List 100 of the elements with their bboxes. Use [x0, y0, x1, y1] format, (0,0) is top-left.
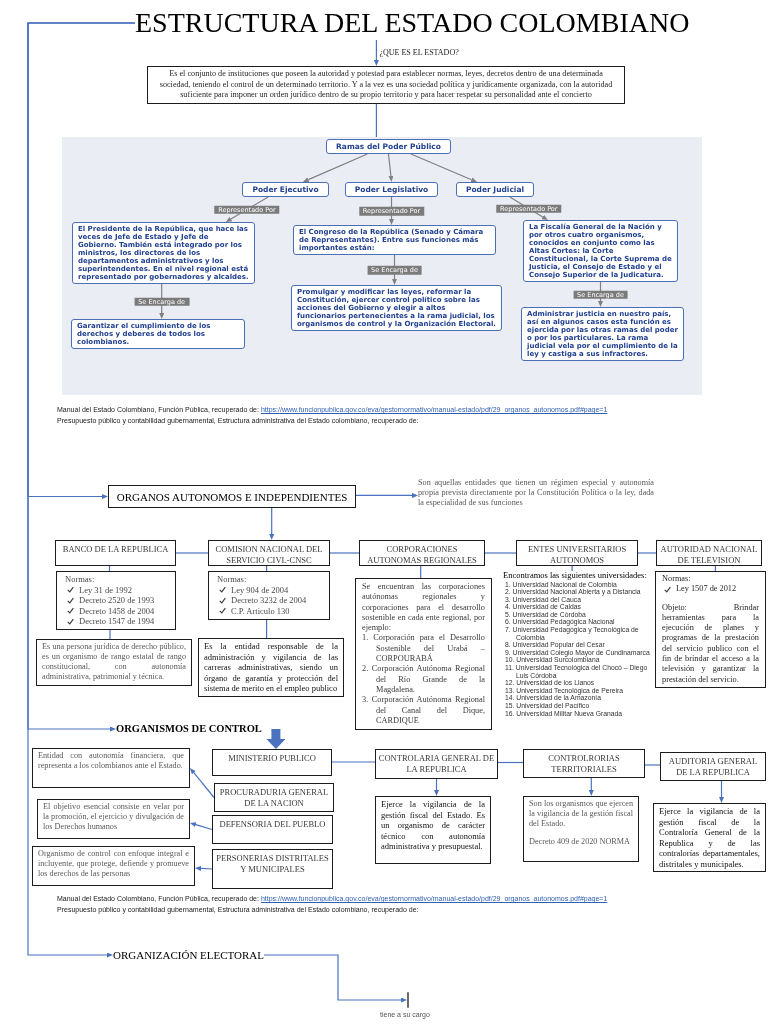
norm-item: Decreto 2520 de 1993	[79, 595, 155, 606]
entity-box	[516, 540, 638, 566]
definition-box	[147, 66, 625, 104]
entity-name: DEFENSORIA DEL PUEBLO	[218, 819, 327, 830]
connector-line	[175, 552, 209, 554]
objective-text: Objeto: Brindar herramientas para la ejecución de planes y programas de la prestación del servicio publico con el fin de brindar el acceso a la televisión y garantizar la prestación del servicio.	[662, 602, 759, 685]
entity-name: BANCO DE LA REPUBLICA	[61, 544, 170, 555]
description-box	[355, 578, 492, 731]
description-text: Es una persona jurídica de derecho público, es un organismo de rango estatal de rango constitucional, con autonomía administrativa, patrimonial y técnica.	[42, 642, 186, 682]
concept-box	[71, 319, 245, 349]
entity-box	[660, 752, 766, 781]
entity-name: CORPORACIONES AUTONOMAS REGIONALES	[366, 544, 478, 565]
entity-name: PROCURADURIA GENERAL DE LA NACION	[218, 787, 330, 808]
concept-box	[345, 182, 438, 197]
description-text: Entidad con autonomía financiera, que representa a los colombianos ante el Estado.	[38, 751, 184, 771]
description-box	[36, 639, 192, 686]
norm-item: Ley 31 de 1992	[79, 584, 133, 595]
entity-box	[208, 540, 330, 566]
arrow	[263, 954, 407, 1003]
entity-box	[212, 749, 332, 776]
entity-name: AUTORIDAD NACIONAL DE TELEVISION	[659, 544, 759, 565]
edge-label: ¿QUE ES EL ESTADO?	[379, 48, 459, 58]
concept-box	[521, 307, 684, 361]
arrow	[190, 822, 213, 831]
entity-name: PERSONERIAS DISTRITALES Y MUNICIPALES	[215, 853, 330, 874]
connector-line	[108, 565, 111, 572]
norm-item: Ley 904 de 2004	[231, 584, 289, 595]
arrow	[588, 777, 594, 796]
description-text: Son los organismos que ejercen la vigilancia de la gestión fiscal del Estado.	[529, 799, 633, 829]
description-text: Son aquellas entidades que tienen un régimen especial y autonomía propia prevista directamente por la Constitución Política o la ley, dada la especialidad de sus funciones	[418, 478, 654, 508]
connector-line	[329, 552, 360, 554]
connector-line	[497, 761, 524, 764]
description-box	[37, 799, 190, 839]
entity-box	[55, 540, 176, 566]
arrow	[195, 865, 213, 871]
connector-line	[571, 565, 573, 572]
decree-text: Decreto 409 de 2020 NORMA	[529, 837, 631, 847]
entity-name: CONTROLRORIAS TERRITORIALES	[547, 753, 621, 774]
entity-name: COMISION NACIONAL DEL SERVICIO CIVL-CNSC	[214, 544, 324, 565]
norm-item: Decreto 1458 de 2004	[79, 605, 155, 616]
entity-name: AUDITORIA GENERAL DE LA REPUBLICA	[667, 756, 759, 777]
norm-item: Decreto 1547 de 1994	[79, 616, 155, 627]
arrow	[27, 22, 136, 958]
connector-line	[637, 552, 657, 554]
intro-text: Encontramos las siguientes universidades:	[503, 571, 648, 581]
norm-item: Decreto 3232 de 2004	[231, 595, 307, 606]
norm-item: Ley 1507 de 2012	[676, 584, 737, 595]
description-box	[32, 846, 195, 886]
concept-box	[523, 220, 678, 282]
list-item: 3. Corporación Autónoma Regional del Canal del Dique, CARDIQUE	[362, 695, 485, 727]
description-box	[523, 796, 639, 862]
norm-item: C.P. Articulo 130	[231, 605, 290, 616]
heading-box	[108, 485, 356, 508]
description-box	[375, 796, 491, 864]
concept-box	[326, 139, 451, 154]
description-text: Organismo de control con enfoque integral e incluyente, que protege, defiende y promueve los derechos de las personas	[38, 849, 189, 879]
list-item: 1. Corporación para el Desarrollo Sostenible del Urabá – CORPOURABÁ	[362, 633, 485, 665]
norms-heading: Normas:	[65, 574, 96, 585]
section-heading: ORGANIZACIÓN ELECTORAL	[113, 948, 265, 962]
arrow	[269, 507, 275, 540]
concept-box	[72, 222, 255, 284]
block-arrow	[266, 729, 286, 749]
connector-line	[266, 565, 268, 572]
arrow	[373, 39, 379, 66]
description-text: Ejerce la vigilancia de la gestión fiscal de la Contraloría General de la Republica y de las contralorías departamentales, distritales y municipales.	[659, 806, 760, 869]
concept-box	[456, 182, 534, 197]
arrow	[719, 780, 724, 803]
description-text: El objetivo esencial consiste en velar por la promoción, el ejercicio y divulgación de los Derechos humanos	[43, 802, 184, 832]
entity-name: MINISTERIO PUBLICO	[227, 753, 317, 764]
entity-box	[212, 849, 333, 889]
connector-line	[714, 565, 716, 572]
arrow	[387, 153, 394, 182]
description-box	[653, 803, 766, 872]
norms-box	[208, 571, 330, 620]
arrow	[434, 778, 439, 796]
arrow	[190, 768, 215, 799]
arrow	[410, 153, 477, 183]
description-box	[32, 748, 190, 788]
entity-box	[359, 540, 485, 566]
arrow	[159, 283, 165, 319]
description-box	[198, 638, 344, 697]
section-heading: ORGANOS AUTONOMOS E INDEPENDIENTES	[116, 489, 348, 504]
arrow	[355, 492, 418, 498]
concept-box	[242, 182, 329, 197]
concept-box	[293, 225, 496, 255]
entity-name: CONTROLARIA GENERAL DE LA REPUBLICA	[378, 753, 495, 774]
norms-box	[655, 571, 766, 688]
description-text: Es la entidad responsable de la administración y vigilancia de las carreras administrativas, siendo un órgano de garantía y protección del sistema de merito en el empleo publico	[204, 641, 338, 694]
list-item: 2. Corporación Autónoma Regional del Río Grande de la Magdalena.	[362, 664, 485, 696]
norms-heading: Normas:	[217, 574, 248, 585]
connector-line	[109, 629, 111, 640]
entity-box	[212, 815, 333, 844]
definition-text: Es el conjunto de instituciones que poseen la autoridad y potestad para establecer normas, leyes, decretos dentro de una determinada sociedad, teniendo el control de un determinado territorio. Y a la vez es una sociedad política y jurídicamente organizada, con la autoridad suficiente para imponer un orden jurídico dentro de su propio territorio y para hacer respetar su personalidad ante el concierto	[158, 69, 614, 101]
concept-box	[291, 285, 502, 331]
concept-map-panel	[62, 137, 702, 395]
arrow	[302, 153, 368, 182]
connector-line	[375, 103, 377, 138]
connector-line	[331, 761, 376, 763]
title-text: ESTRUCTURA DEL ESTADO COLOMBIANO	[135, 6, 690, 40]
connector-line	[484, 552, 517, 554]
